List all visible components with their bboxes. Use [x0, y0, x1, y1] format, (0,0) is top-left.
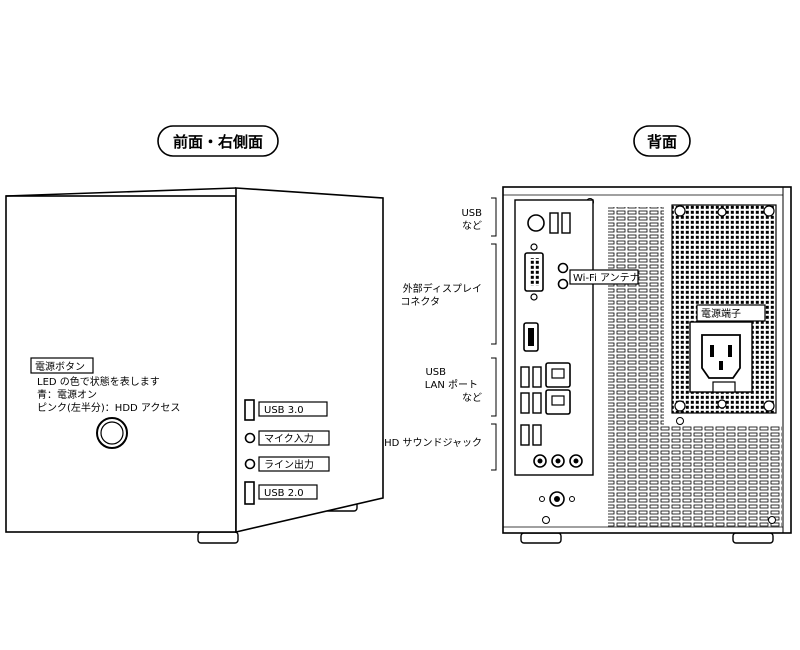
- power-terminal-label: 電源端子: [701, 307, 741, 320]
- line-out-label: ライン出力: [264, 458, 314, 471]
- usb-lan-label-3: など: [462, 392, 482, 404]
- io-panel: [514, 199, 594, 476]
- bracket-usb-etc: USB など: [461, 197, 497, 237]
- line-out-jack: ライン出力: [244, 456, 330, 472]
- bottom-connector: [539, 491, 575, 507]
- usb-lan-label-2: LAN ポート: [425, 379, 478, 391]
- power-button[interactable]: [96, 417, 128, 449]
- usb3-port: USB 3.0: [244, 399, 328, 421]
- power-button-label: 電源ボタン: [35, 360, 85, 373]
- usb-etc-label-2: など: [462, 220, 482, 232]
- usb2-port: USB 2.0: [244, 481, 318, 505]
- led-pink: ピンク(左半分)：HDD アクセス: [37, 401, 180, 414]
- mic-label: マイク入力: [264, 432, 314, 445]
- usb2-label: USB 2.0: [264, 488, 304, 499]
- mic-jack: マイク入力: [244, 430, 330, 446]
- front-title-pill: 前面・右側面: [157, 125, 279, 157]
- led-description: LED の色で状態を表します: [37, 375, 160, 388]
- usb-lan-label-1: USB: [425, 367, 446, 378]
- display-label-2: コネクタ: [400, 296, 440, 308]
- power-terminal: 電源端子: [689, 304, 766, 393]
- bracket-sound: HD サウンドジャック: [384, 423, 497, 471]
- usb-etc-label-1: USB: [461, 208, 482, 219]
- wifi-antenna-connectors: Wi-Fi アンテナ: [557, 262, 640, 290]
- usb3-label: USB 3.0: [264, 405, 304, 416]
- led-blue: 青：電源オン: [37, 388, 97, 401]
- back-title: 背面: [647, 133, 677, 151]
- bracket-display: 外部ディスプレイ コネクタ: [400, 243, 497, 345]
- sound-label: HD サウンドジャック: [384, 437, 482, 449]
- wifi-label: Wi-Fi アンテナ: [573, 272, 640, 284]
- back-title-pill: 背面: [633, 125, 691, 157]
- bracket-usb-lan: USB LAN ポート など: [425, 357, 497, 417]
- front-title: 前面・右側面: [173, 133, 263, 151]
- display-label-1: 外部ディスプレイ: [403, 282, 482, 295]
- power-button-callout: 電源ボタン LED の色で状態を表します 青：電源オン ピンク(左半分)：HDD…: [30, 357, 180, 414]
